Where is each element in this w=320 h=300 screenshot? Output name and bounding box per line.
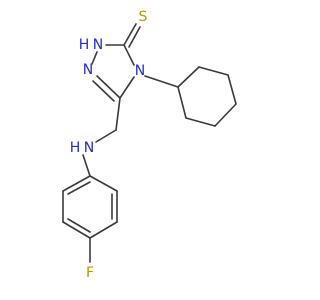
ph-bond-1 (89, 175, 118, 192)
atom-amine-n-label: N (84, 140, 94, 156)
cy-bond-2 (198, 66, 229, 76)
cy-bond-1 (177, 66, 200, 88)
ph-bond-3 (89, 221, 118, 239)
cy-bond-3 (227, 74, 237, 105)
methylene-linker (95, 97, 121, 143)
atom-amine-h-label: H (70, 140, 81, 156)
bond-c3-s-double (128, 26, 141, 48)
bond-c5-n2-double (92, 80, 115, 102)
atom-n4-label: N (135, 63, 145, 79)
atom-n1-label: N (93, 37, 103, 53)
cy-bond-5 (185, 117, 216, 127)
cy-bond-6 (177, 86, 187, 119)
atom-n1-h-label: H (79, 37, 90, 53)
fluorophenyl-ring (62, 175, 118, 239)
thione-bond (123, 23, 141, 48)
cy-bond-4 (214, 103, 237, 127)
cyclohexyl-ring (177, 66, 237, 127)
bond-c3-n4 (123, 44, 135, 66)
atom-labels: S H N N N H N F (70, 9, 148, 281)
bond-c3-s (123, 23, 137, 46)
bond-c5-ch2 (115, 97, 121, 131)
ph-bond-4-double (67, 218, 91, 233)
atom-n2-label: N (83, 62, 93, 78)
bond-n4-cyclohexyl (144, 75, 179, 88)
triazole-ring (91, 44, 135, 102)
ph-bond-4 (62, 221, 91, 239)
bond-ch2-nh (95, 129, 117, 143)
bond-c5-n2 (96, 75, 121, 99)
ph-bond-6-double (67, 181, 91, 195)
atom-f-label: F (86, 265, 94, 281)
atom-s-label: S (139, 9, 148, 25)
molecule-structure-diagram: S H N N N H N F (62, 9, 237, 281)
ph-bond-6 (62, 175, 91, 192)
bond-n4-c5 (119, 76, 135, 99)
bond-n2-n1 (91, 51, 98, 65)
bond-nh-phenyl (82, 154, 91, 177)
